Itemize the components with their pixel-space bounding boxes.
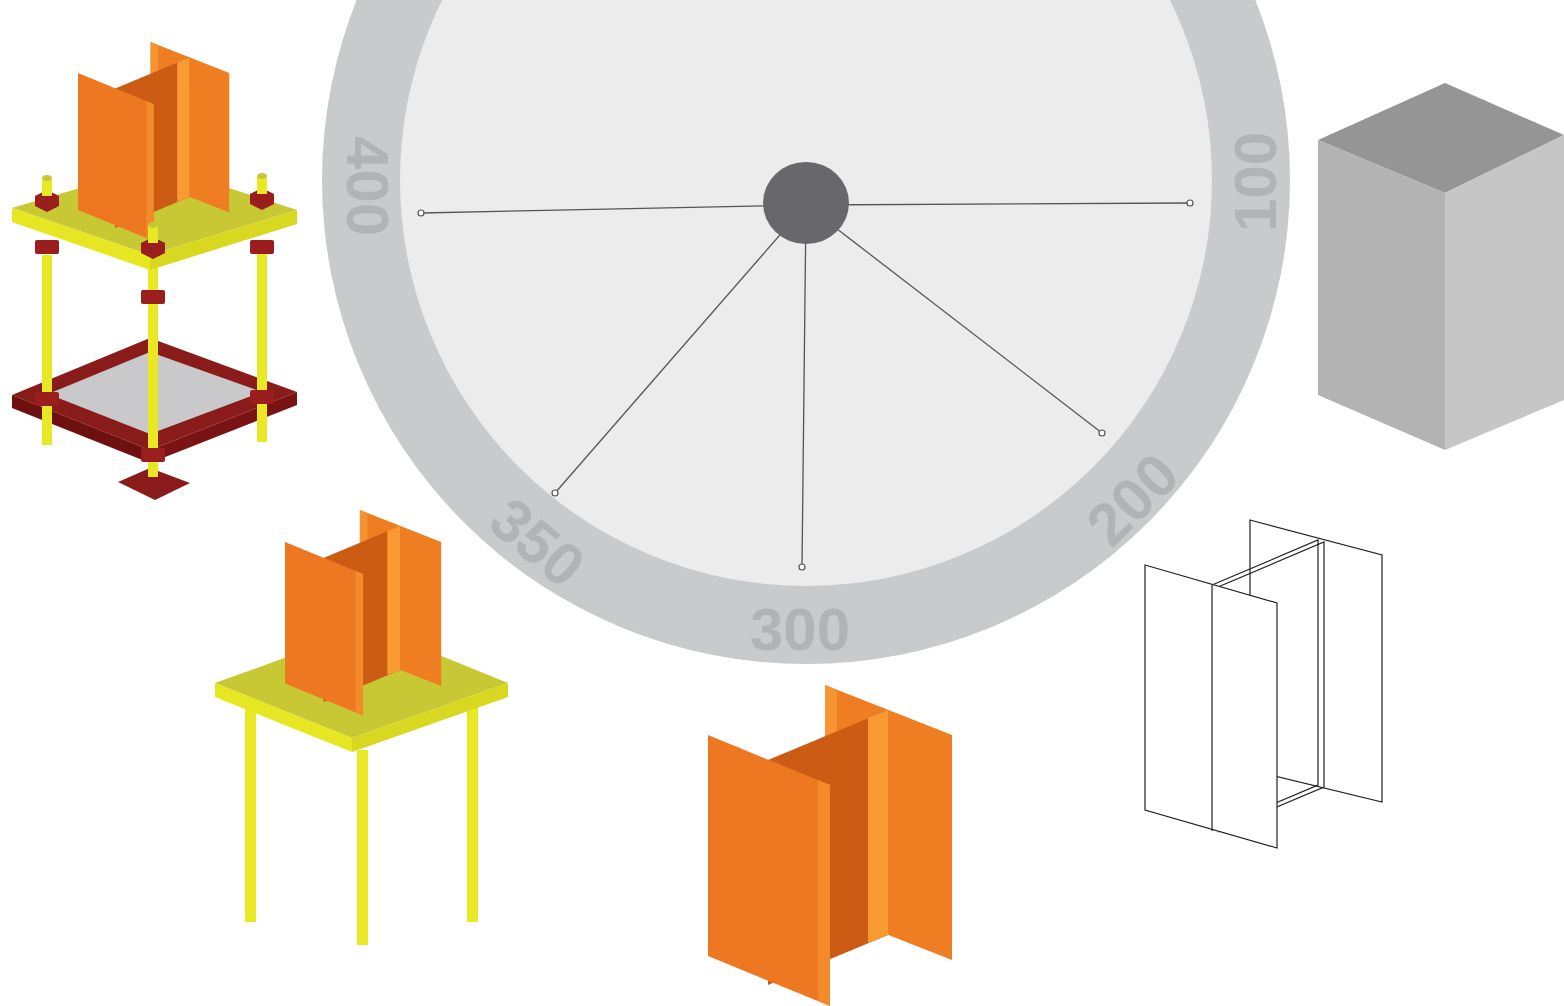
bolt-stud (42, 175, 52, 181)
spoke (802, 205, 806, 567)
h-column (708, 685, 952, 1006)
spoke-end (552, 490, 558, 496)
anchor-rod (245, 697, 256, 922)
bolt-stud (257, 173, 267, 179)
top-nuts (35, 173, 274, 259)
dial-number: 200 (1076, 443, 1189, 556)
dial-number: 400 (337, 136, 397, 236)
nut (141, 448, 165, 462)
base-plate (352, 683, 508, 752)
spoke (806, 205, 1102, 433)
block-face (1445, 135, 1564, 450)
spoke (555, 205, 806, 493)
anchor-rod (467, 697, 478, 922)
anchor-rod (42, 255, 52, 445)
spoke (806, 203, 1190, 205)
nut (141, 290, 165, 304)
dial-hub (763, 162, 849, 244)
nut (35, 392, 59, 406)
block-face (1318, 140, 1445, 450)
dial-number: 100 (1226, 132, 1286, 232)
anchor-rods (42, 252, 267, 477)
bolt-stud (148, 222, 158, 228)
column-base (215, 510, 508, 945)
spoke-end (1099, 430, 1105, 436)
spoke (421, 205, 806, 213)
wire-edge (1211, 585, 1212, 830)
spoke-end (1187, 200, 1193, 206)
nut (35, 240, 59, 254)
dial-number: 350 (479, 488, 594, 598)
wire-flange (1145, 565, 1277, 848)
nut (250, 240, 274, 254)
spoke-end (799, 564, 805, 570)
frame-nuts (35, 240, 274, 462)
anchor-rod (357, 750, 368, 945)
anchored-column-base (12, 42, 297, 500)
h-column (285, 510, 441, 715)
nut (250, 390, 274, 404)
concrete-block (1318, 83, 1564, 450)
h-column (78, 42, 229, 241)
wireframe-column (1145, 520, 1382, 848)
base-plate (150, 210, 297, 270)
dial-number: 300 (750, 600, 850, 660)
spoke-end (418, 210, 424, 216)
anchor-rod (257, 252, 267, 442)
